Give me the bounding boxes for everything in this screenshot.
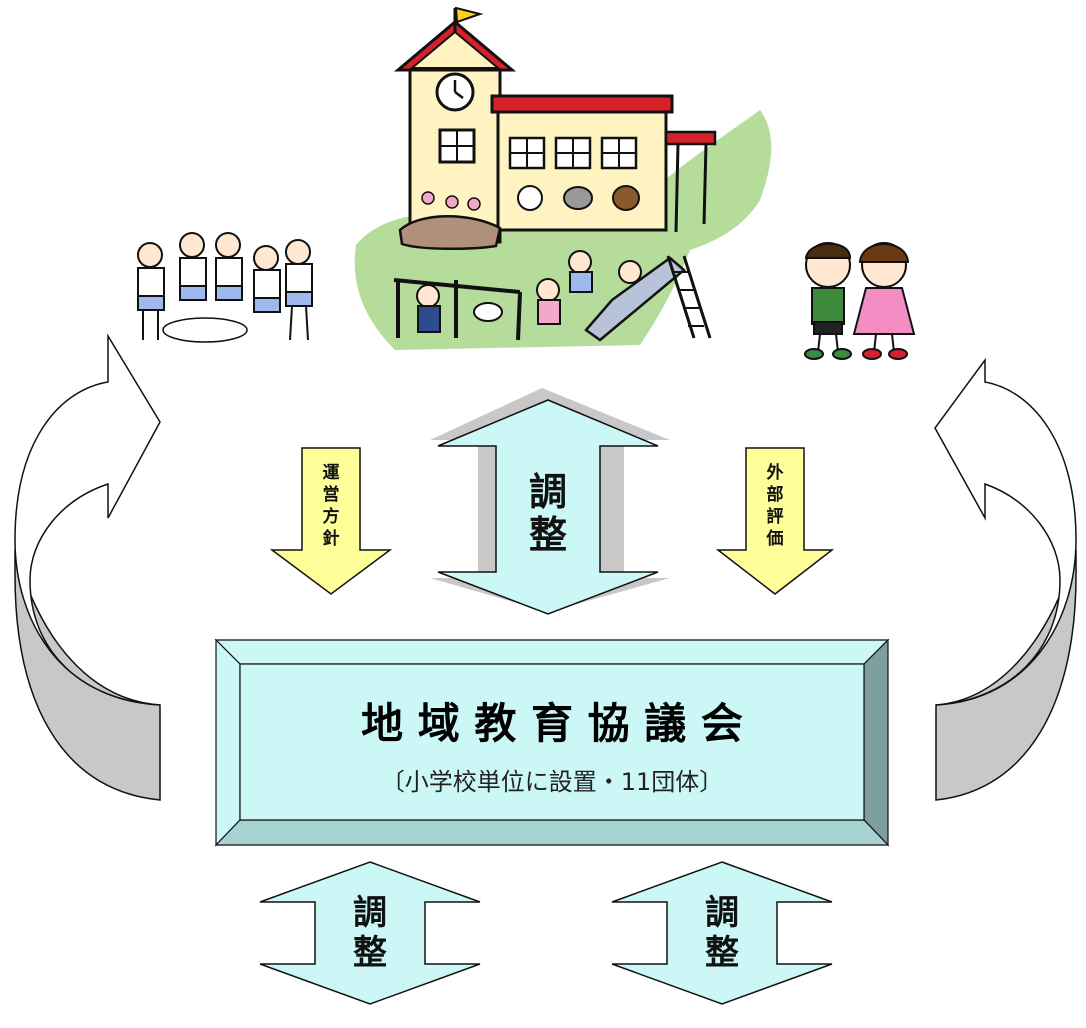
evaluation-char-4: 価 — [766, 528, 784, 549]
evaluation-char-3: 評 — [767, 506, 784, 527]
left-curved-arrow — [14, 333, 161, 801]
right-curved-arrow-shadow — [935, 549, 1077, 801]
policy-char-3: 方 — [323, 506, 340, 527]
council-bevel-top — [214, 639, 890, 665]
bottom-left-adjustment-arrow: 調 整 — [259, 861, 481, 1005]
bottom-right-arrow-body — [611, 861, 833, 1005]
right-curved-arrow — [934, 357, 1077, 801]
playground-illustration — [393, 250, 712, 342]
center-adjustment-arrow: 調 整 — [430, 388, 670, 615]
policy-arrow: 運 営 方 針 — [269, 447, 393, 595]
bottom-left-arrow-body — [259, 861, 481, 1005]
council-bevel-left — [215, 638, 241, 847]
council-bevel-bottom — [214, 819, 890, 846]
evaluation-char-1: 外 — [767, 462, 784, 483]
council-title: 地 域 教 育 協 議 会 — [361, 699, 743, 748]
evaluation-arrow-body — [715, 447, 835, 595]
bottom-right-adjustment-arrow: 調 整 — [611, 861, 833, 1005]
school-illustration — [354, 6, 772, 350]
bottom-right-char-1: 調 — [705, 893, 739, 933]
bottom-left-char-1: 調 — [353, 893, 387, 933]
evaluation-char-2: 部 — [767, 484, 784, 505]
policy-char-4: 針 — [323, 528, 340, 549]
policy-char-2: 営 — [323, 484, 340, 505]
policy-arrow-body — [269, 447, 393, 595]
two-children-illustration — [804, 242, 916, 360]
left-curved-arrow-shadow — [14, 549, 161, 801]
council-box: 地 域 教 育 協 議 会 〔小学校単位に設置・11団体〕 — [214, 638, 890, 847]
bottom-right-char-2: 整 — [705, 933, 739, 973]
jump-rope-children-illustration — [137, 232, 313, 343]
evaluation-arrow: 外 部 評 価 — [715, 447, 835, 595]
center-arrow-char-1: 調 — [529, 470, 567, 514]
council-subtitle: 〔小学校単位に設置・11団体〕 — [381, 768, 724, 796]
center-arrow-char-2: 整 — [529, 513, 567, 557]
left-curved-arrow-body — [14, 333, 161, 706]
bottom-left-char-2: 整 — [353, 933, 387, 973]
council-bevel-right — [863, 638, 889, 847]
council-face — [239, 663, 865, 821]
policy-char-1: 運 — [323, 463, 340, 483]
center-arrow-body — [437, 399, 659, 615]
right-curved-arrow-body — [934, 357, 1077, 706]
